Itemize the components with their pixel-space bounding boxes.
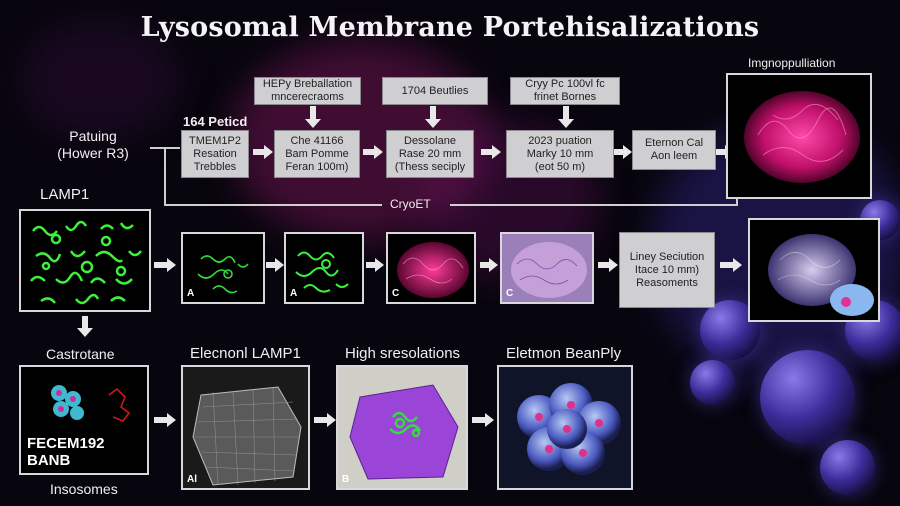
fecem-text: FECEM192 BANB — [27, 435, 105, 469]
arrow-bot-2 — [314, 413, 336, 427]
mesh-panel: Al — [181, 365, 310, 490]
arrow-lamp1-down — [77, 316, 93, 338]
step-box-3: Dessolane Rase 20 mm (Thess seciply — [386, 130, 474, 178]
step-box-2: Che 41166 Bam Pomme Feran 100m) — [274, 130, 360, 178]
note-3: Cryy Pc 100vl fc frinet Bornes — [510, 77, 620, 105]
protein-panel-magenta — [726, 73, 872, 199]
step-box-4: 2023 puation Marky 10 mm (eot 50 m) — [506, 130, 614, 178]
castrotane-label: Castrotane — [46, 346, 115, 362]
cryoet-line-end — [736, 196, 738, 206]
mid-panel-4: C — [500, 232, 594, 304]
step-box-1: TMEM1P2 Resation Trebbles — [181, 130, 249, 178]
cryoet-label: CryoET — [390, 197, 431, 211]
mid-panel-3: C — [386, 232, 476, 304]
highres-panel: B — [336, 365, 468, 490]
mid-panel-1: A — [181, 232, 265, 304]
note-1: HEPy Breballation mncerecraoms — [254, 77, 361, 105]
arrow-mid-0 — [154, 258, 176, 272]
arrow-top-4 — [614, 145, 632, 159]
arrow-top-2 — [363, 145, 383, 159]
cryoet-line-right — [450, 204, 738, 206]
arrow-bot-3 — [472, 413, 494, 427]
mid-box: Liney Seciution Itace 10 mm) Reasoments — [619, 232, 715, 308]
cell-cluster-panel — [497, 365, 633, 490]
cryoet-line-left — [164, 204, 382, 206]
bracket-vertical — [164, 147, 166, 205]
bottom-label-2: High sresolations — [345, 345, 461, 362]
arrow-top-3 — [481, 145, 501, 159]
arrow-bot-1 — [154, 413, 176, 427]
right-label: Imgnoppulliation — [748, 56, 836, 70]
step-box-5: Eternon Cal Aon leem — [632, 130, 716, 170]
panel-tag: B — [342, 474, 350, 485]
arrow-top-1 — [253, 145, 273, 159]
page-title: Lysosomal Membrane Portehisalizations — [140, 12, 760, 43]
panel-tag: A — [187, 288, 195, 299]
arrow-note-2 — [425, 106, 441, 128]
lamp1-label: LAMP1 — [40, 186, 90, 203]
mid-panel-structure — [748, 218, 880, 322]
arrow-mid-4 — [598, 258, 618, 272]
row-label: 164 Peticd — [183, 114, 248, 129]
arrow-note-1 — [305, 106, 321, 128]
insosomes-label: Insosomes — [50, 481, 118, 497]
panel-tag: Al — [187, 474, 197, 485]
panel-tag: C — [506, 288, 514, 299]
arrow-mid-3 — [480, 258, 498, 272]
lamp1-panel — [19, 209, 151, 312]
fecem-panel: FECEM192 BANB — [19, 365, 149, 475]
bottom-label-3: Eletmon BeanPly — [506, 345, 622, 362]
panel-tag: A — [290, 288, 298, 299]
bottom-label-1: Elecnonl LAMP1 — [190, 345, 301, 362]
arrow-mid-2 — [366, 258, 384, 272]
note-2: 1704 Beutlies — [382, 77, 488, 105]
arrow-note-3 — [558, 106, 574, 128]
mid-panel-2: A — [284, 232, 364, 304]
arrow-mid-1 — [266, 258, 284, 272]
patterning-label: Patuing (Hower R3) — [57, 128, 129, 161]
panel-tag: C — [392, 288, 400, 299]
arrow-mid-5 — [720, 258, 742, 272]
